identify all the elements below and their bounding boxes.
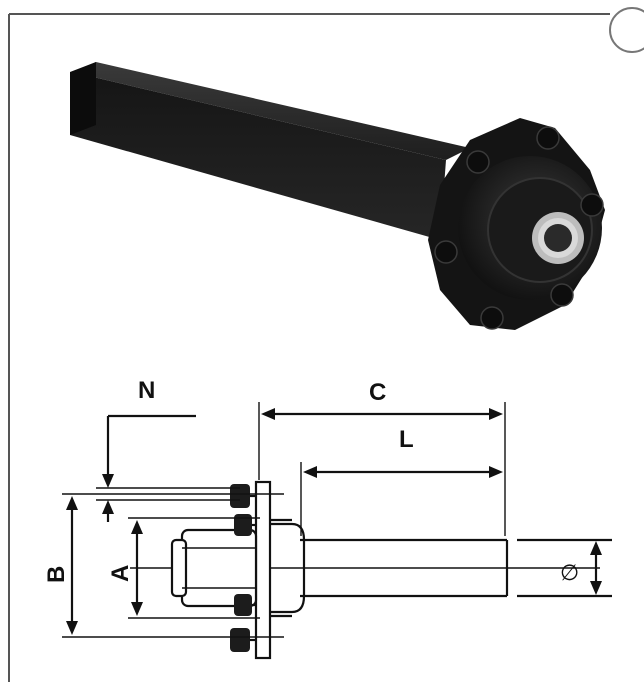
- corner-badge: [609, 7, 644, 53]
- figure-frame: [8, 7, 644, 682]
- label-b: B: [43, 566, 70, 583]
- wheel-nuts: [434, 126, 604, 330]
- label-n: N: [138, 377, 155, 404]
- technical-drawing: N C L B A ∅: [43, 377, 612, 660]
- label-diameter: ∅: [560, 561, 579, 586]
- tube-front-face: [70, 72, 446, 240]
- stud-nuts: [230, 484, 256, 652]
- flange-plate: [254, 480, 272, 660]
- label-c: C: [369, 379, 386, 406]
- hub-cap-side: [170, 538, 188, 598]
- tube-end: [70, 62, 96, 135]
- shaft: [300, 538, 612, 598]
- label-a: A: [107, 565, 134, 582]
- axle-photo: [70, 62, 605, 330]
- tube-top-face: [72, 62, 470, 160]
- label-l: L: [399, 426, 414, 453]
